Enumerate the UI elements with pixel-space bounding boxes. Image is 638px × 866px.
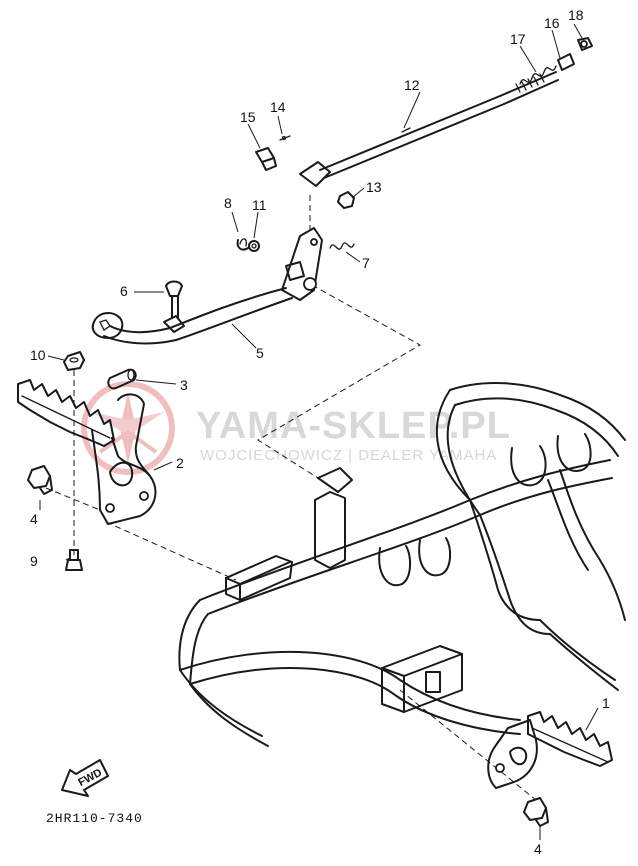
part-18-pin bbox=[577, 37, 593, 51]
callout-15: 15 bbox=[240, 109, 256, 125]
callout-numbers: 1 2 3 4 4 5 6 7 8 9 10 11 12 13 14 15 16… bbox=[30, 7, 610, 857]
callout-4-left: 4 bbox=[30, 511, 38, 527]
callout-18: 18 bbox=[568, 7, 584, 23]
watermark-subtitle: WOJCIECHOWICZ | DEALER YAMAHA bbox=[200, 447, 497, 464]
frame bbox=[178, 382, 626, 747]
part-1-right-footrest bbox=[487, 711, 613, 789]
part-4-bolt-right bbox=[523, 797, 549, 827]
callout-17: 17 bbox=[510, 31, 526, 47]
callout-6: 6 bbox=[120, 283, 128, 299]
part-11-washer bbox=[248, 240, 260, 252]
drawing-code: 2HR110-7340 bbox=[46, 811, 143, 826]
part-16-adjuster-nut bbox=[557, 53, 575, 71]
part-3-collar bbox=[107, 368, 137, 390]
callout-13: 13 bbox=[366, 179, 382, 195]
part-5-brake-pedal bbox=[91, 227, 323, 345]
part-6-adjust-bolt bbox=[165, 280, 183, 319]
part-14-cotter-pin bbox=[279, 135, 291, 141]
watermark: YAMA-SKLEP.PL WOJCIECHOWICZ | DEALER YAM… bbox=[81, 381, 511, 475]
part-4-bolt-left bbox=[27, 465, 53, 495]
callout-12: 12 bbox=[404, 77, 420, 93]
callout-9: 9 bbox=[30, 553, 38, 569]
callout-14: 14 bbox=[270, 99, 286, 115]
callout-5: 5 bbox=[256, 345, 264, 361]
callout-1: 1 bbox=[602, 695, 610, 711]
part-10-nut bbox=[63, 351, 85, 371]
part-15-joint-pin bbox=[255, 147, 277, 171]
callout-8: 8 bbox=[224, 195, 232, 211]
forward-arrow: FWD bbox=[61, 759, 109, 797]
callout-11: 11 bbox=[252, 197, 267, 213]
part-9-bolt bbox=[65, 549, 83, 571]
callout-3: 3 bbox=[180, 377, 188, 393]
part-7-return-spring bbox=[329, 242, 355, 250]
callout-10: 10 bbox=[30, 347, 46, 363]
callout-4-right: 4 bbox=[534, 841, 542, 857]
part-8-circlip bbox=[236, 238, 249, 251]
callout-2: 2 bbox=[176, 455, 184, 471]
part-17-spring bbox=[519, 65, 557, 85]
callout-7: 7 bbox=[362, 255, 370, 271]
yamaha-logo-watermark bbox=[81, 381, 175, 475]
part-13-nut bbox=[337, 191, 355, 209]
watermark-title: YAMA-SKLEP.PL bbox=[196, 405, 511, 447]
part-12-brake-rod bbox=[299, 71, 559, 187]
leader-lines bbox=[39, 23, 599, 840]
part-2-left-footrest bbox=[17, 379, 157, 525]
callout-16: 16 bbox=[544, 15, 560, 31]
